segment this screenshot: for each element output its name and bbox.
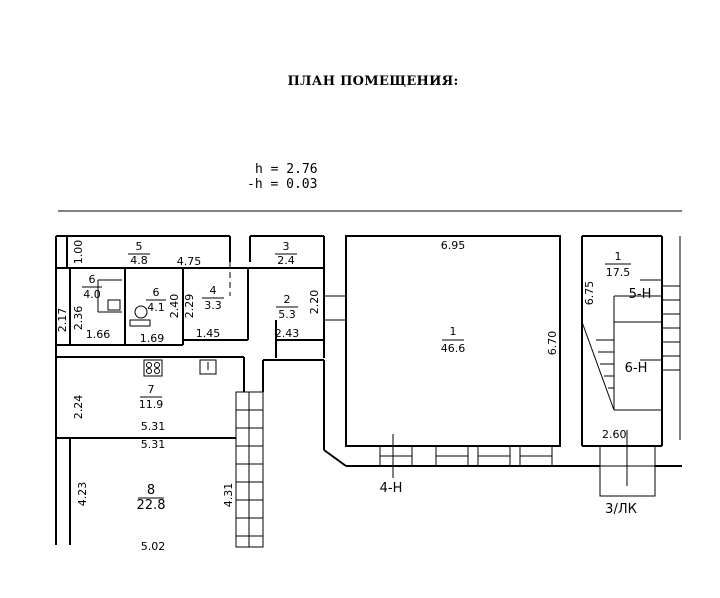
- room-6-area: 4.0: [83, 288, 101, 301]
- floor-offset: -h = 0.03: [247, 177, 317, 192]
- ceiling-height: h = 2.76: [255, 162, 318, 177]
- room-1-windows: [379, 445, 553, 467]
- room-2-number: 2: [284, 293, 291, 306]
- dim-label: 1.66: [86, 328, 111, 341]
- room-5-area: 4.8: [130, 254, 148, 267]
- dim-label: 2.20: [308, 290, 321, 315]
- dim-label: 5.31: [141, 420, 166, 433]
- marker-4n: 4-Н: [380, 481, 403, 496]
- room-1-number: 1: [450, 325, 457, 338]
- dim-label: 1.69: [140, 332, 165, 345]
- toilet-icon: [129, 305, 151, 327]
- room-3-area: 2.4: [277, 254, 295, 267]
- room-6b-number: 6: [153, 286, 160, 299]
- room-6-number: 6: [89, 273, 96, 286]
- dim-label: 6.70: [546, 331, 559, 356]
- dim-label: 1.00: [72, 240, 85, 265]
- room-1b-number: 1: [615, 250, 622, 263]
- dim-label: 6.75: [583, 281, 596, 306]
- walls-left-block: [55, 235, 325, 545]
- room-8-area: 22.8: [137, 498, 166, 513]
- dim-label: 4.75: [177, 255, 202, 268]
- room-1b-area: 17.5: [606, 266, 631, 279]
- stair-column: [235, 391, 264, 548]
- room-4-area: 3.3: [204, 299, 222, 312]
- marker-5n: 5-Н: [629, 287, 652, 302]
- corridor-wall: [323, 449, 347, 467]
- dim-label: 2.36: [72, 306, 85, 331]
- dim-label: 4.31: [222, 483, 235, 508]
- room-3-number: 3: [283, 240, 290, 253]
- room-1-area: 46.6: [441, 342, 466, 355]
- sink-icon: [199, 359, 217, 375]
- room-7-number: 7: [148, 383, 155, 396]
- marker-3lk: 3/ЛК: [605, 502, 637, 517]
- stove-icon: [143, 359, 163, 377]
- dim-label: 2.29: [183, 294, 196, 319]
- room-4-number: 4: [210, 284, 217, 297]
- room-8-number: 8: [147, 483, 155, 498]
- stair-block: [581, 235, 681, 497]
- room-2-area: 5.3: [278, 308, 296, 321]
- dim-label: 1.45: [196, 327, 221, 340]
- dim-label: 2.40: [168, 294, 181, 319]
- page-title: ПЛАН ПОМЕЩЕНИЯ:: [287, 74, 459, 89]
- dim-label: 2.60: [602, 428, 627, 441]
- dim-label: 5.02: [141, 540, 166, 553]
- room-6b-area: 4.1: [147, 301, 165, 314]
- dim-label: 2.17: [56, 308, 69, 333]
- dim-label: 6.95: [441, 239, 466, 252]
- marker-6n: 6-Н: [625, 361, 648, 376]
- room-7-area: 11.9: [139, 398, 164, 411]
- dim-label: 5.31: [141, 438, 166, 451]
- room-1-walls: [345, 235, 561, 447]
- dim-label: 4.23: [76, 482, 89, 507]
- room-5-number: 5: [136, 240, 143, 253]
- washbasin-icon: [107, 299, 121, 311]
- dim-label: 2.43: [275, 327, 300, 340]
- dim-label: 2.24: [72, 395, 85, 420]
